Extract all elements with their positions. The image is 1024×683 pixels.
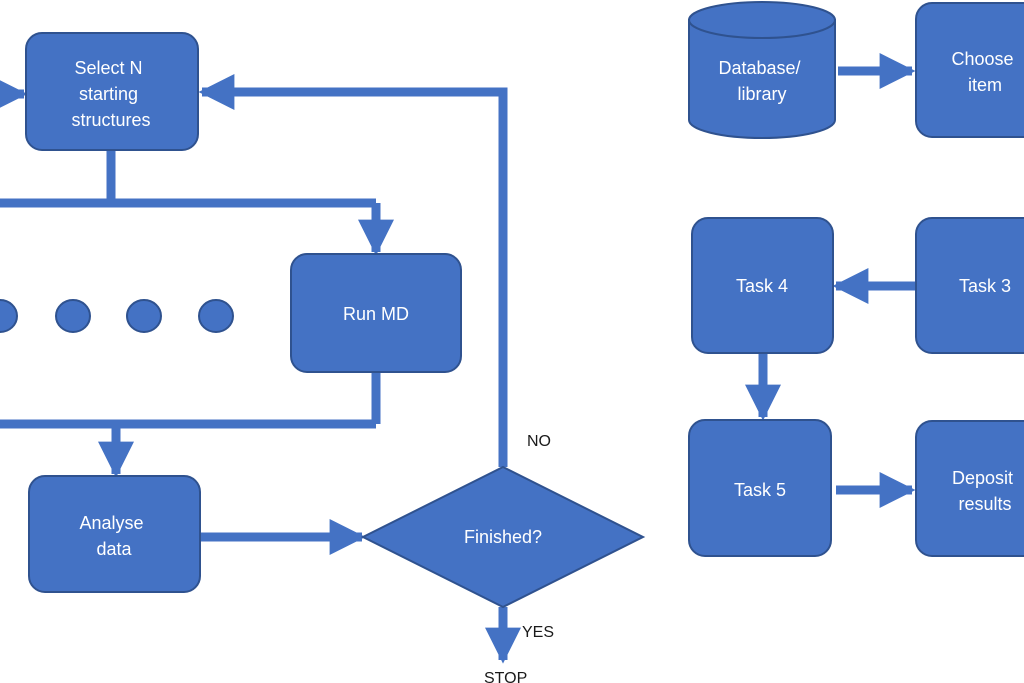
right-flow-connectors — [745, 53, 916, 508]
run-md-label: Run MD — [343, 304, 409, 324]
svg-text:Select N starting: Select N starting structures — [71, 58, 150, 130]
task4-label: Task 4 — [736, 276, 788, 296]
svg-text:Task 3: Task 3 — [959, 276, 1011, 296]
yes-label: YES — [522, 624, 554, 641]
select-line-2: starting — [79, 84, 138, 104]
deposit-line-2: results — [958, 494, 1011, 514]
analyse-line-2: data — [96, 539, 132, 559]
ellipsis-dot — [0, 299, 18, 333]
analyse-line-1: Analyse — [79, 513, 143, 533]
task4-node[interactable]: Task 4 — [691, 217, 834, 354]
finished-label: Finished? — [464, 527, 542, 547]
svg-text:Choose item: Choose item — [951, 49, 1018, 95]
ellipsis-dot — [126, 299, 162, 333]
svg-text:Deposit results: Deposit results — [952, 468, 1018, 514]
deposit-line-1: Deposit — [952, 468, 1013, 488]
ellipsis-dots — [0, 299, 234, 333]
no-label: NO — [527, 433, 551, 450]
left-flow-connectors — [0, 74, 521, 664]
arrow-no-loop — [198, 74, 508, 467]
run-md-node[interactable]: Run MD — [290, 253, 462, 373]
ellipsis-dot — [55, 299, 91, 333]
stop-label: STOP — [484, 670, 527, 683]
database-line-2: library — [737, 84, 786, 104]
database-node[interactable]: Database/ library — [688, 1, 836, 139]
svg-text:Task 4: Task 4 — [736, 276, 788, 296]
task3-label: Task 3 — [959, 276, 1011, 296]
svg-text:Database/ library: Database/ library — [718, 58, 805, 104]
svg-text:Task 5: Task 5 — [734, 480, 786, 500]
task3-node[interactable]: Task 3 — [915, 217, 1024, 354]
finished-decision-node[interactable]: Finished? — [360, 465, 646, 609]
task5-node[interactable]: Task 5 — [688, 419, 832, 557]
choose-line-2: item — [968, 75, 1002, 95]
deposit-results-node[interactable]: Deposit results — [915, 420, 1024, 557]
choose-line-1: Choose — [951, 49, 1013, 69]
database-line-1: Database/ — [718, 58, 800, 78]
select-line-3: structures — [71, 110, 150, 130]
svg-text:Analyse data: Analyse data — [79, 513, 148, 559]
select-node[interactable]: Select N starting structures — [25, 32, 199, 151]
analyse-node[interactable]: Analyse data — [28, 475, 201, 593]
select-line-1: Select N — [74, 58, 142, 78]
ellipsis-dot — [198, 299, 234, 333]
svg-text:Run MD: Run MD — [343, 304, 409, 324]
svg-text:Finished?: Finished? — [464, 527, 542, 547]
task5-label: Task 5 — [734, 480, 786, 500]
choose-item-node[interactable]: Choose item — [915, 2, 1024, 138]
